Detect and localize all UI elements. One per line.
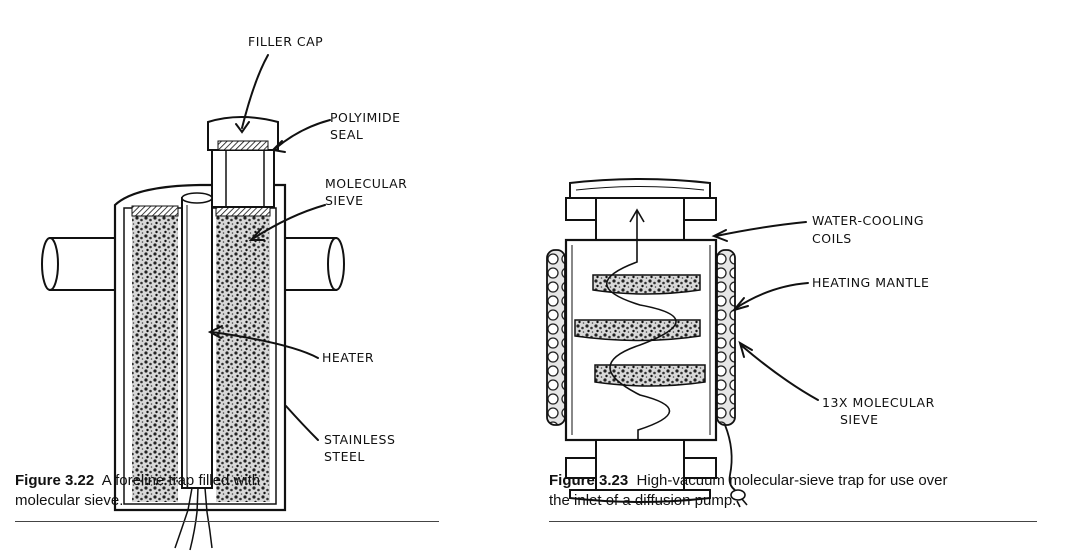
- molecular-sieve-fill-left: [132, 212, 178, 502]
- heating-mantle-right: [716, 249, 736, 426]
- caption-rule-left: [15, 521, 439, 522]
- heater-cord: [724, 424, 736, 491]
- label-polyimide-seal-line1: POLYIMIDE: [330, 110, 401, 125]
- caption-number: Figure 3.23: [549, 472, 629, 489]
- label-water-cooling-line2: COILS: [812, 231, 852, 246]
- heating-mantle-left: [546, 249, 566, 426]
- caption-number: Figure 3.22: [15, 472, 95, 489]
- caption-text-line2: the inlet of a diffusion pump.: [549, 492, 737, 509]
- top-flange: [569, 178, 711, 199]
- side-pipe-right: [285, 237, 345, 291]
- label-filler-cap: FILLER CAP: [248, 34, 324, 49]
- heater-plug: [730, 489, 748, 508]
- label-molecular-sieve-line2: SIEVE: [325, 193, 364, 208]
- caption-text-line2: molecular sieve.: [15, 492, 124, 509]
- label-heater: HEATER: [322, 350, 375, 365]
- bottom-flange: [569, 489, 711, 503]
- label-heating-mantle: HEATING MANTLE: [812, 275, 930, 290]
- polyimide-seal: [217, 140, 269, 151]
- side-pipe-left: [41, 237, 120, 291]
- caption-figure-3-22: Figure 3.22 A foreline trap filled with …: [15, 471, 435, 511]
- label-molecular-sieve-line1: MOLECULAR: [325, 176, 408, 191]
- label-stainless-steel-line2: STEEL: [324, 449, 365, 464]
- sieve-baffles: [574, 274, 706, 387]
- label-water-cooling-line1: WATER-COOLING: [812, 213, 925, 228]
- caption-rule-right: [549, 521, 1037, 522]
- label-polyimide-seal-line2: SEAL: [330, 127, 364, 142]
- caption-text-line1: A foreline trap filled with: [101, 472, 261, 489]
- molecular-sieve-fill-right: [216, 212, 270, 502]
- heater-leads: [174, 487, 213, 551]
- label-13x-sieve-line2: SIEVE: [840, 412, 879, 427]
- label-stainless-steel-line1: STAINLESS: [324, 432, 396, 447]
- caption-figure-3-23: Figure 3.23 High-vacuum molecular-sieve …: [549, 471, 1049, 511]
- label-13x-sieve-line1: 13X MOLECULAR: [822, 395, 935, 410]
- caption-text-line1: High-vacuum molecular-sieve trap for use…: [636, 472, 948, 489]
